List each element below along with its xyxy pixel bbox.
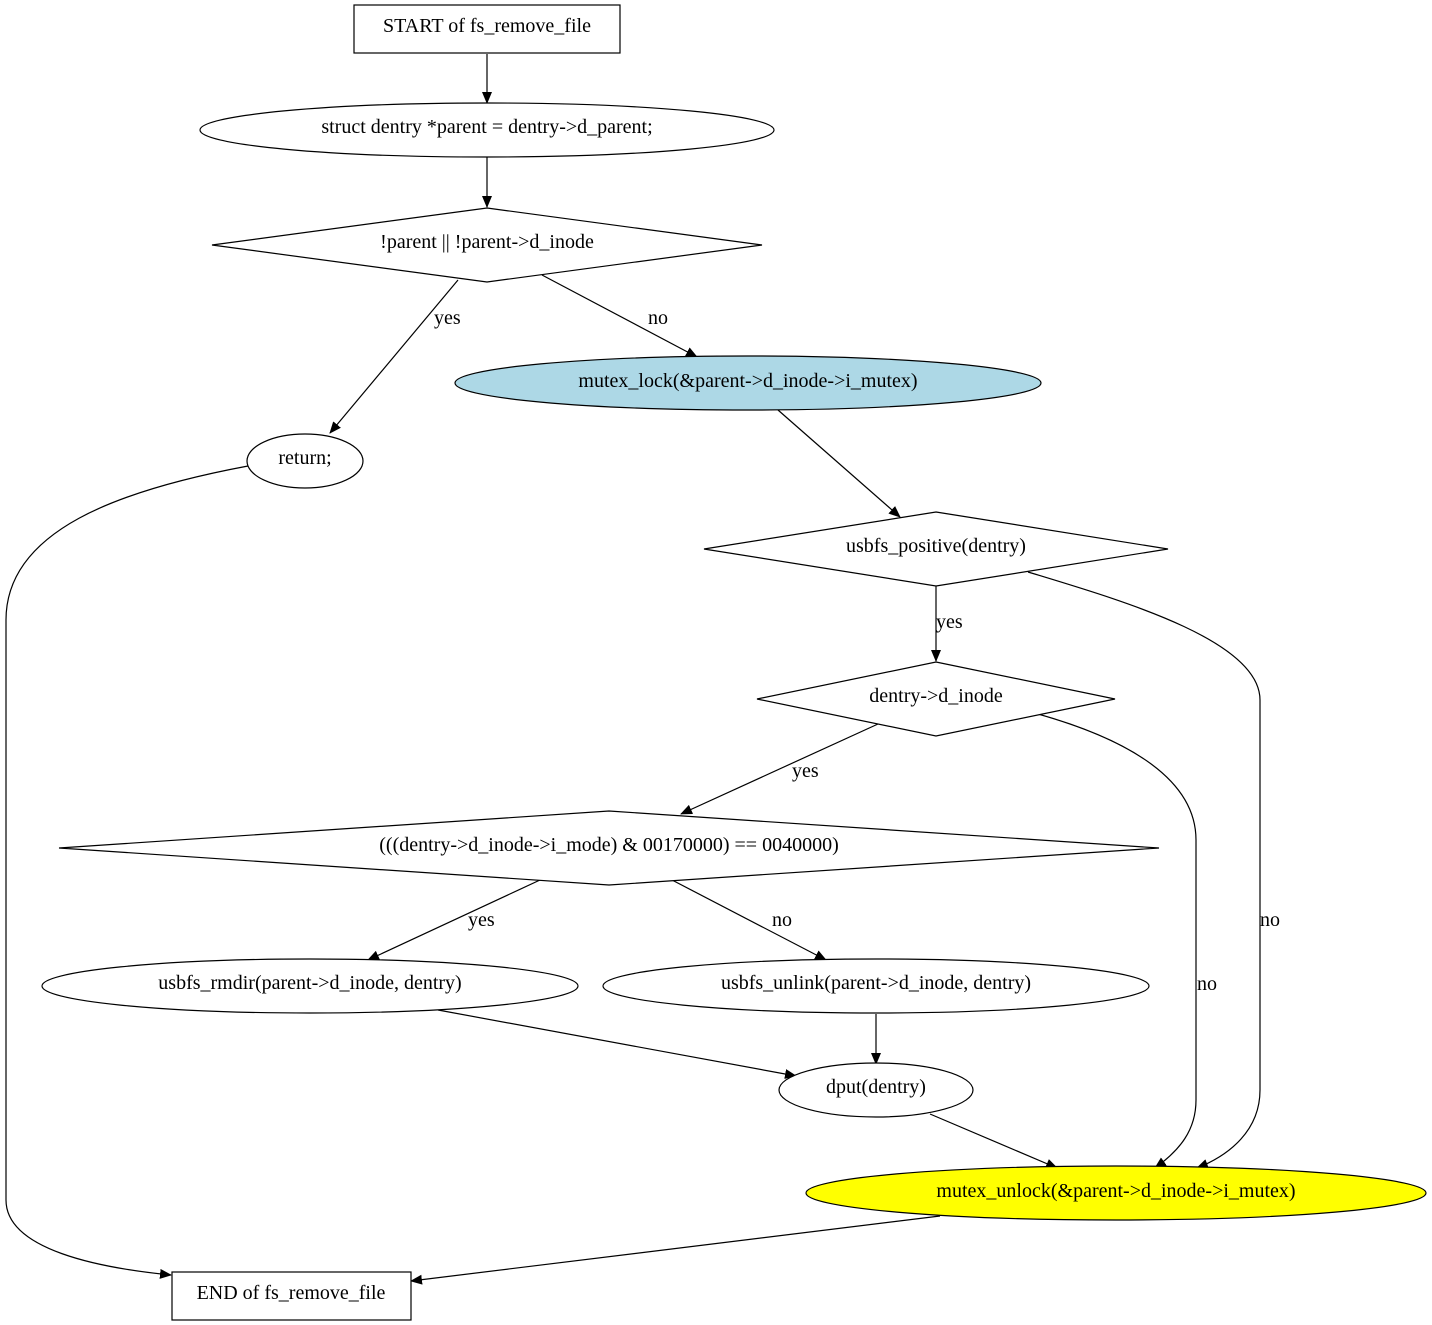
node-end: END of fs_remove_file (171, 1271, 412, 1321)
edge-cond-inode-no-to-mutex-unlock (1037, 713, 1197, 1169)
return-ellipse (246, 433, 364, 489)
node-dput: dput(dentry) (778, 1062, 974, 1118)
dput-label: dput(dentry) (826, 1076, 926, 1098)
parent-decl-ellipse (199, 102, 775, 158)
edge-mutex-unlock-to-end (410, 1215, 941, 1285)
edge-cond-parent-yes-to-return (329, 279, 459, 434)
edge-label-parent-yes: yes (434, 307, 461, 329)
edge-cond-parent-no-to-mutex-lock (541, 274, 698, 358)
cond-mode-diamond (58, 810, 1160, 886)
edge-label-inode-no: no (1197, 973, 1217, 995)
edge-cond-positive-no-to-mutex-unlock (1027, 571, 1261, 1169)
start-box (353, 4, 621, 54)
edge-cond-mode-no-to-unlink (671, 879, 827, 961)
return-label: return; (278, 447, 331, 469)
edge-return-to-end (5, 465, 249, 1279)
edge-label-parent-no: no (648, 307, 668, 329)
edges (5, 54, 1261, 1285)
dput-ellipse (778, 1062, 974, 1118)
edge-mutex-lock-to-cond-positive (777, 409, 901, 518)
mutex-unlock-label: mutex_unlock(&parent->d_inode->i_mutex) (936, 1180, 1295, 1202)
edge-label-mode-no: no (772, 909, 792, 931)
edge-label-positive-yes: yes (936, 611, 963, 633)
edge-label-inode-yes: yes (792, 760, 819, 782)
edge-label-positive-no: no (1260, 909, 1280, 931)
edge-cond-inode-yes-to-cond-mode (680, 723, 879, 815)
edge-rmdir-to-dput (437, 1009, 797, 1079)
node-cond-inode: dentry->d_inode (756, 661, 1116, 737)
edge-labels: yes no yes no yes no yes no (434, 307, 1280, 995)
edge-dput-to-mutex-unlock (929, 1113, 1058, 1169)
node-start: START of fs_remove_file (353, 4, 621, 54)
cond-inode-label: dentry->d_inode (869, 685, 1003, 707)
rmdir-label: usbfs_rmdir(parent->d_inode, dentry) (158, 972, 461, 994)
cond-parent-label: !parent || !parent->d_inode (380, 231, 594, 253)
cond-parent-diamond (211, 207, 763, 283)
node-cond-mode: (((dentry->d_inode->i_mode) & 00170000) … (58, 810, 1160, 886)
edge-cond-mode-yes-to-rmdir (367, 879, 541, 961)
node-rmdir: usbfs_rmdir(parent->d_inode, dentry) (41, 958, 579, 1014)
node-mutex-unlock: mutex_unlock(&parent->d_inode->i_mutex) (805, 1165, 1427, 1221)
cond-inode-diamond (756, 661, 1116, 737)
rmdir-ellipse (41, 958, 579, 1014)
unlink-ellipse (602, 958, 1150, 1014)
node-return: return; (246, 433, 364, 489)
node-mutex-lock: mutex_lock(&parent->d_inode->i_mutex) (454, 355, 1042, 411)
node-unlink: usbfs_unlink(parent->d_inode, dentry) (602, 958, 1150, 1014)
node-cond-parent: !parent || !parent->d_inode (211, 207, 763, 283)
start-label: START of fs_remove_file (383, 15, 591, 37)
cond-positive-diamond (703, 511, 1169, 587)
mutex-lock-label: mutex_lock(&parent->d_inode->i_mutex) (578, 370, 917, 392)
unlink-label: usbfs_unlink(parent->d_inode, dentry) (721, 972, 1031, 994)
node-cond-positive: usbfs_positive(dentry) (703, 511, 1169, 587)
parent-decl-label: struct dentry *parent = dentry->d_parent… (321, 116, 652, 138)
edge-label-mode-yes: yes (468, 909, 495, 931)
end-box (171, 1271, 412, 1321)
cond-positive-label: usbfs_positive(dentry) (846, 535, 1026, 557)
mutex-unlock-ellipse (805, 1165, 1427, 1221)
mutex-lock-ellipse (454, 355, 1042, 411)
end-label: END of fs_remove_file (197, 1282, 386, 1304)
node-parent-decl: struct dentry *parent = dentry->d_parent… (199, 102, 775, 158)
cond-mode-label: (((dentry->d_inode->i_mode) & 00170000) … (379, 834, 838, 856)
